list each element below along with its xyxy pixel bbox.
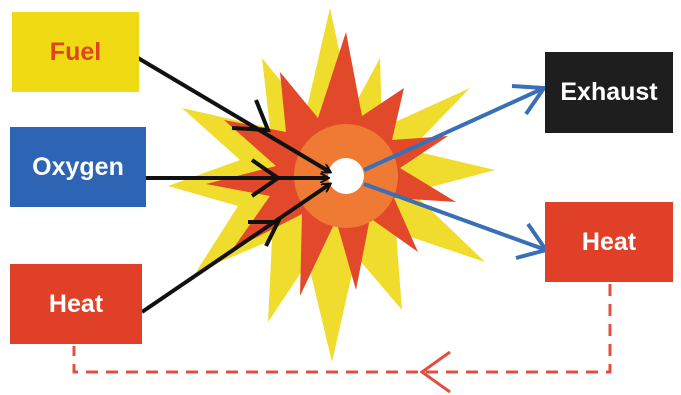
- fuel-box: Fuel: [12, 12, 139, 92]
- fuel-label: Fuel: [50, 38, 101, 67]
- heat-output-label: Heat: [582, 228, 636, 257]
- exhaust-box: Exhaust: [545, 52, 673, 133]
- oxygen-box: Oxygen: [10, 127, 146, 207]
- heat-input-box: Heat: [10, 264, 142, 344]
- exhaust-label: Exhaust: [560, 78, 657, 107]
- heat-output-box: Heat: [545, 202, 673, 282]
- reaction-center: [328, 158, 364, 194]
- heat-input-label: Heat: [49, 290, 103, 319]
- oxygen-label: Oxygen: [32, 153, 124, 182]
